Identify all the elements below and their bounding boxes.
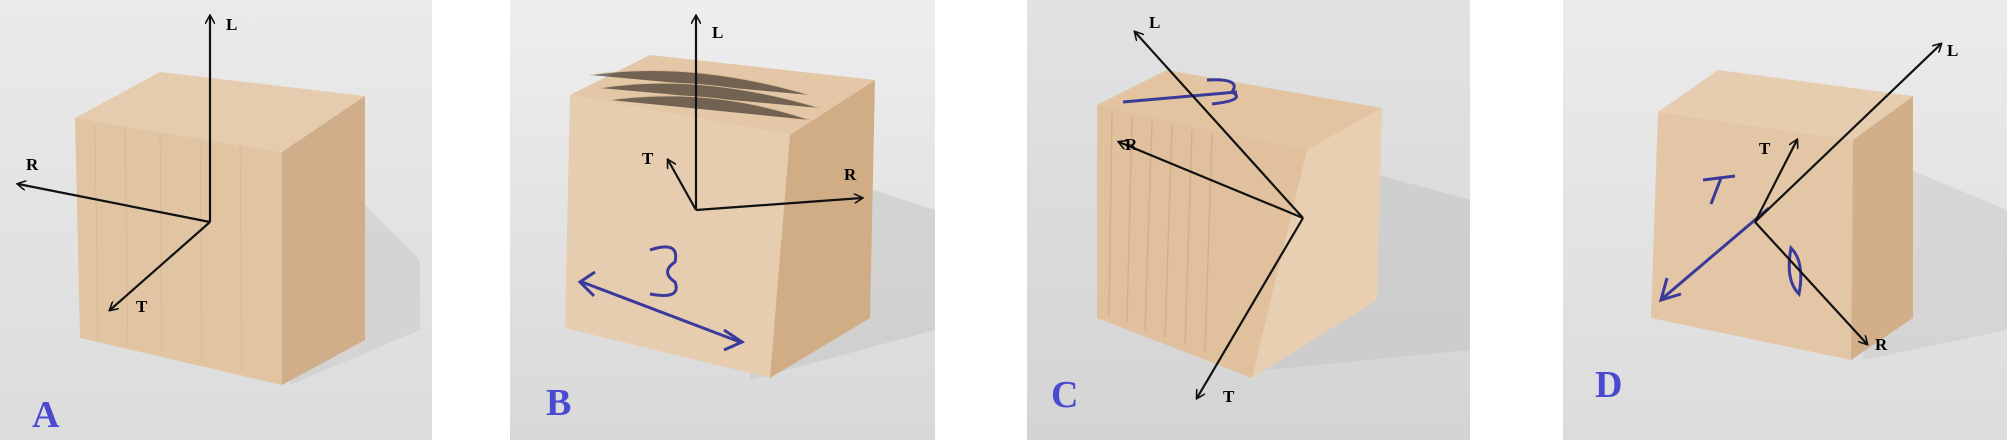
cube-side-face — [282, 96, 365, 385]
axis-l-arrow — [1754, 44, 1941, 223]
panel-a: L R T A — [0, 0, 432, 440]
cube-side-face — [770, 80, 875, 378]
axes-a — [18, 16, 210, 310]
axis-label-l: L — [1149, 13, 1160, 32]
axis-r-arrow — [1754, 221, 1867, 344]
cube-front-face — [565, 95, 790, 378]
axis-label-r: R — [1875, 335, 1888, 354]
cube-front-face — [1651, 112, 1853, 360]
axis-label-t: T — [642, 149, 654, 168]
axis-label-t: T — [1223, 387, 1235, 406]
cube-photo-c: L R T — [1027, 0, 1470, 440]
panel-letter-d: D — [1595, 364, 1623, 406]
axis-label-r: R — [26, 155, 39, 174]
axis-label-r: R — [1125, 135, 1138, 154]
cube-top-face — [1658, 70, 1913, 140]
axis-label-l: L — [712, 23, 723, 42]
axis-label-l: L — [1947, 41, 1958, 60]
axis-t-arrow — [1754, 140, 1797, 223]
axis-label-t: T — [136, 297, 148, 316]
axis-label-r: R — [844, 165, 857, 184]
cube-front-face — [75, 118, 282, 385]
axis-r-arrow — [695, 198, 862, 212]
panel-c: L R T C — [1027, 0, 1470, 440]
panel-b: L R T B — [510, 0, 935, 440]
cube-top-face — [1097, 70, 1382, 150]
cube-front-face — [1097, 105, 1307, 378]
axis-label-l: L — [226, 15, 237, 34]
ink-marking-c — [1122, 78, 1238, 106]
panel-letter-c: C — [1051, 374, 1079, 416]
cube-side-face — [1851, 96, 1913, 360]
axis-t-arrow — [1197, 217, 1304, 398]
cube-side-face — [1252, 108, 1382, 378]
panel-d: L R T D — [1563, 0, 2007, 440]
panel-letter-b: B — [546, 382, 572, 424]
axis-r-arrow — [18, 184, 211, 224]
cube-photo-b: L R T — [510, 0, 935, 440]
panel-letter-a: A — [32, 394, 60, 436]
axis-r-arrow — [1119, 142, 1304, 220]
axis-label-t: T — [1759, 139, 1771, 158]
cube-photo-d: L R T — [1563, 0, 2007, 440]
ink-marking-b — [577, 245, 746, 352]
cube-photo-a: L R T — [0, 0, 432, 440]
axes-c — [1119, 32, 1304, 398]
axis-l-arrow — [1135, 32, 1304, 219]
axis-t-arrow — [110, 221, 211, 310]
axis-t-arrow — [668, 160, 697, 211]
axes-d — [1754, 44, 1941, 344]
ink-marking-d — [1658, 174, 1803, 303]
cube-top-face — [75, 72, 365, 152]
axes-b — [668, 16, 862, 212]
